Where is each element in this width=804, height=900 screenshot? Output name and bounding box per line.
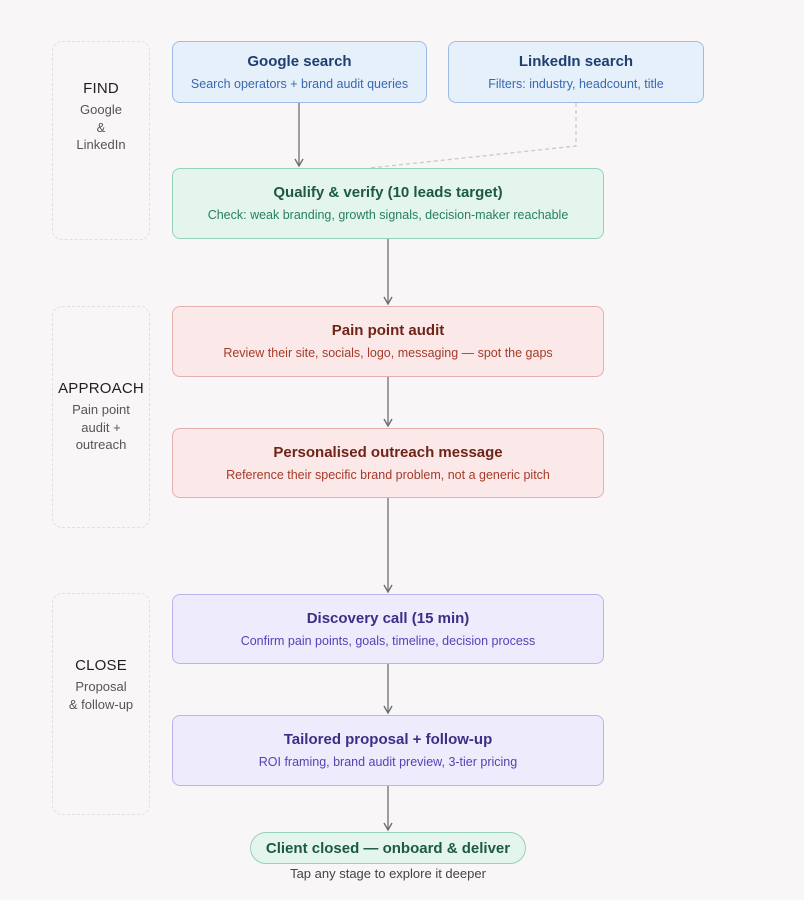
node-linkedin-search[interactable]: LinkedIn search Filters: industry, headc… bbox=[448, 41, 704, 103]
stage-label-close: CLOSE Proposal & follow-up bbox=[52, 657, 150, 713]
stage-subtitle-approach: Pain point audit + outreach bbox=[72, 402, 130, 452]
node-personalised-outreach-title: Personalised outreach message bbox=[273, 443, 503, 461]
node-tailored-proposal[interactable]: Tailored proposal + follow-up ROI framin… bbox=[172, 715, 604, 786]
node-qualify-verify-title: Qualify & verify (10 leads target) bbox=[273, 184, 503, 201]
node-tailored-proposal-subtitle: ROI framing, brand audit preview, 3-tier… bbox=[258, 755, 518, 769]
node-personalised-outreach-subtitle: Reference their specific brand problem, … bbox=[226, 467, 550, 482]
stage-label-find: FIND Google & LinkedIn bbox=[52, 80, 150, 154]
node-discovery-call-title: Discovery call (15 min) bbox=[306, 609, 470, 627]
node-linkedin-search-subtitle: Filters: industry, headcount, title bbox=[488, 76, 664, 91]
node-discovery-call[interactable]: Discovery call (15 min) Confirm pain poi… bbox=[172, 594, 604, 664]
stage-title-close: CLOSE bbox=[75, 657, 127, 674]
node-pain-point-audit-subtitle: Review their site, socials, logo, messag… bbox=[223, 346, 553, 360]
connector-linkedin-to-qualify bbox=[369, 103, 577, 169]
node-pain-point-audit-title: Pain point audit bbox=[331, 322, 445, 339]
stage-column-find bbox=[52, 41, 150, 240]
stage-subtitle-find: Google & LinkedIn bbox=[76, 102, 126, 152]
stage-column-close bbox=[52, 593, 150, 815]
node-google-search-subtitle: Search operators + brand audit queries bbox=[190, 76, 409, 91]
node-discovery-call-subtitle: Confirm pain points, goals, timeline, de… bbox=[240, 633, 536, 648]
node-qualify-verify[interactable]: Qualify & verify (10 leads target) Check… bbox=[172, 168, 604, 239]
stage-subtitle-close: Proposal & follow-up bbox=[68, 679, 134, 712]
stage-title-find: FIND bbox=[83, 80, 119, 97]
stage-label-approach: APPROACH Pain point audit + outreach bbox=[52, 380, 150, 454]
node-pain-point-audit[interactable]: Pain point audit Review their site, soci… bbox=[172, 306, 604, 377]
node-client-closed[interactable]: Client closed — onboard & deliver bbox=[250, 832, 526, 864]
stage-title-approach: APPROACH bbox=[58, 380, 144, 397]
node-google-search-title: Google search bbox=[247, 52, 352, 70]
node-personalised-outreach[interactable]: Personalised outreach message Reference … bbox=[172, 428, 604, 498]
node-google-search[interactable]: Google search Search operators + brand a… bbox=[172, 41, 427, 103]
node-tailored-proposal-title: Tailored proposal + follow-up bbox=[283, 731, 493, 748]
node-qualify-verify-subtitle: Check: weak branding, growth signals, de… bbox=[207, 208, 569, 222]
node-linkedin-search-title: LinkedIn search bbox=[518, 52, 634, 70]
footer-hint: Tap any stage to explore it deeper bbox=[290, 866, 486, 881]
stage-column-approach bbox=[52, 306, 150, 528]
